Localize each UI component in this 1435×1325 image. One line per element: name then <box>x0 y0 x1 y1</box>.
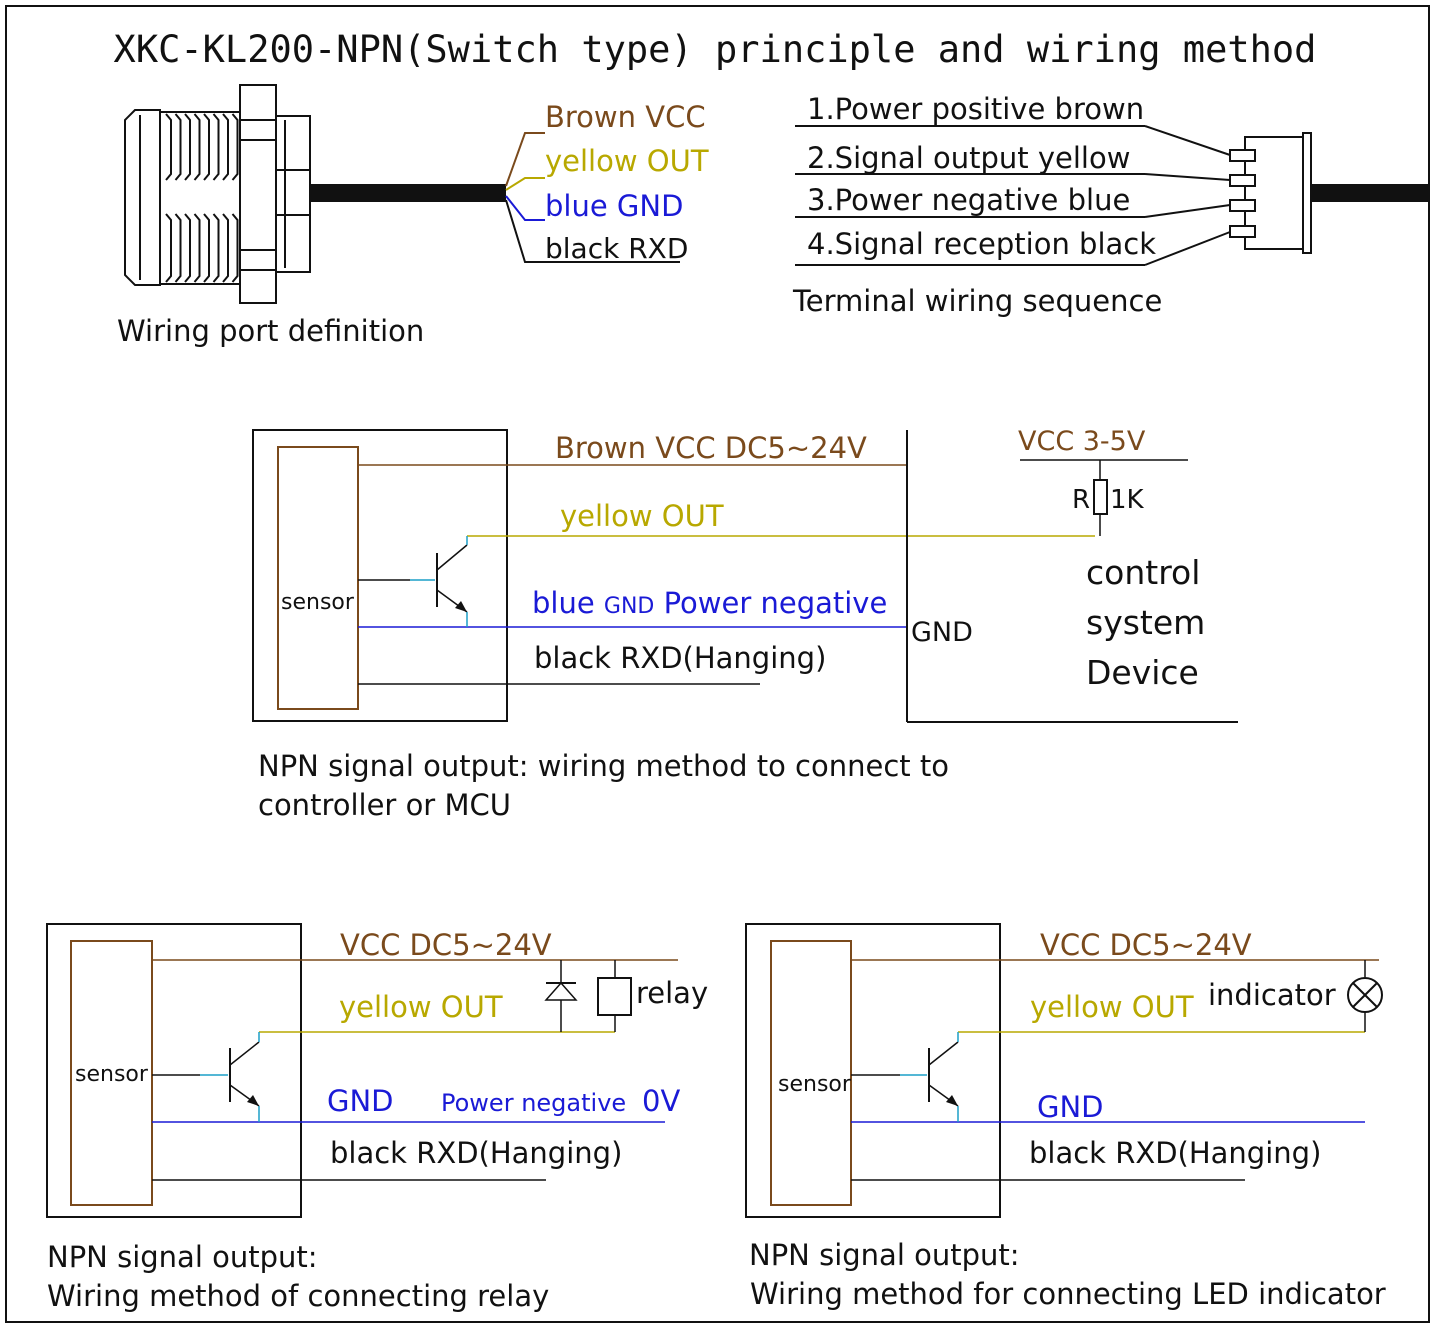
ctrl-gnd-label: blue GND Power negative <box>532 586 887 620</box>
relay-diagram <box>46 923 678 1218</box>
terminal-label-1: 1.Power positive brown <box>807 92 1144 126</box>
thread-line <box>222 113 229 181</box>
wire-label-blue-gnd: blue GND <box>545 189 683 223</box>
page-title: XKC-KL200-NPN(Switch type) principle and… <box>114 28 1317 71</box>
terminal-label-2: 2.Signal output yellow <box>807 141 1130 175</box>
sensor-cable <box>310 184 506 202</box>
ctrl-caption-line-2: controller or MCU <box>258 788 511 822</box>
thread-line <box>174 113 182 181</box>
resistor-value-label: 1K <box>1110 485 1145 515</box>
led-rxd-label: black RXD(Hanging) <box>1029 1136 1321 1170</box>
wire-label-black-rxd: black RXD <box>545 232 688 265</box>
relay-vcc-label: VCC DC5~24V <box>340 928 552 962</box>
led-vcc-label: VCC DC5~24V <box>1040 928 1252 962</box>
ctrl-gnd-blue: blue <box>532 586 604 620</box>
ctrl-gnd-small: GND <box>604 594 654 619</box>
thread-line <box>165 113 172 181</box>
ctrl-rxd-label: black RXD(Hanging) <box>534 641 826 675</box>
led-indicator-label: indicator <box>1208 978 1336 1012</box>
ctrl-out-label: yellow OUT <box>560 499 724 533</box>
ctrl-caption-line-1: NPN signal output: wiring method to conn… <box>258 749 949 783</box>
relay-sensor-label: sensor <box>75 1062 149 1087</box>
thread-line <box>212 213 220 283</box>
thread-line <box>184 213 191 283</box>
terminal-lines <box>795 125 1231 266</box>
ctrl-sensor-label: sensor <box>281 590 355 615</box>
relay-power-negative-label: Power negative <box>441 1089 626 1117</box>
resistor-r-label: R <box>1072 485 1090 515</box>
wiring-port-caption: Wiring port definition <box>117 314 424 348</box>
terminal-connector <box>1229 132 1312 254</box>
thread-line <box>193 213 201 283</box>
led-diagram <box>745 923 1383 1218</box>
device-label-line-3: Device <box>1086 653 1199 692</box>
ctrl-vcc-right-label: VCC 3-5V <box>1018 426 1146 457</box>
thread-line <box>203 113 210 181</box>
relay-caption-line-2: Wiring method of connecting relay <box>47 1279 549 1313</box>
terminal-label-4: 4.Signal reception black <box>807 227 1156 261</box>
led-caption-line-2: Wiring method for connecting LED indicat… <box>750 1277 1386 1311</box>
thread-line <box>165 213 172 283</box>
led-caption-line-1: NPN signal output: <box>749 1238 1020 1272</box>
device-label-line-1: control <box>1086 553 1200 592</box>
relay-gnd-label: GND <box>327 1084 394 1118</box>
sensor-body-drawing <box>124 84 311 304</box>
thread-line <box>212 113 220 181</box>
page-frame <box>5 5 1430 1323</box>
terminal-label-3: 3.Power negative blue <box>807 183 1130 217</box>
thread-line <box>174 213 182 283</box>
relay-rxd-label: black RXD(Hanging) <box>330 1136 622 1170</box>
device-label-line-2: system <box>1086 603 1205 642</box>
thread-line <box>222 213 229 283</box>
fanout-wires <box>505 132 680 263</box>
relay-label: relay <box>636 976 708 1010</box>
terminal-caption: Terminal wiring sequence <box>792 284 1162 318</box>
wire-label-brown-vcc: Brown VCC <box>545 100 706 134</box>
thread-line <box>193 113 201 181</box>
relay-caption-line-1: NPN signal output: <box>47 1240 318 1274</box>
ctrl-gnd-rest: Power negative <box>654 586 887 620</box>
ctrl-gnd-right-label: GND <box>911 617 973 648</box>
thread-line <box>184 113 191 181</box>
thread-line <box>231 113 239 181</box>
wire-label-yellow-out: yellow OUT <box>545 144 709 178</box>
relay-out-label: yellow OUT <box>339 990 503 1024</box>
controller-diagram <box>252 429 1238 723</box>
thread-line <box>203 213 210 283</box>
relay-zero-v-label: 0V <box>642 1084 680 1118</box>
thread-line <box>231 213 239 283</box>
led-sensor-label: sensor <box>778 1072 852 1097</box>
led-gnd-label: GND <box>1037 1090 1104 1124</box>
ctrl-vcc-label: Brown VCC DC5~24V <box>555 431 867 465</box>
terminal-cable <box>1311 184 1429 202</box>
led-out-label: yellow OUT <box>1030 990 1194 1024</box>
